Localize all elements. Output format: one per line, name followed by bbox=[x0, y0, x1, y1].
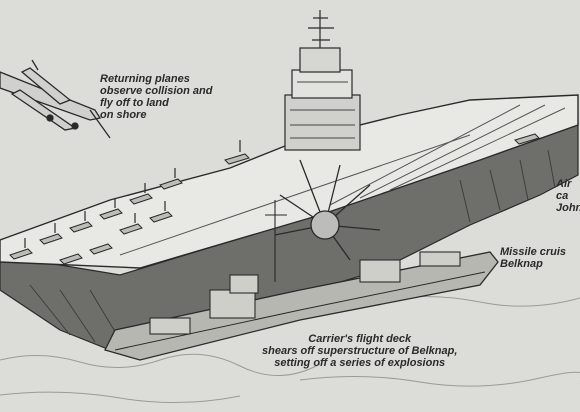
caption-line: setting off a series of explosions bbox=[274, 357, 446, 369]
carrier-flight-deck bbox=[0, 94, 579, 269]
caption-line: Air bbox=[556, 178, 572, 190]
caption-line: shears off superstructure of Belknap, bbox=[262, 345, 458, 357]
explosion-burst bbox=[274, 159, 381, 261]
caption-line: Belknap bbox=[500, 258, 543, 270]
caption-line: Returning planes bbox=[100, 73, 190, 85]
caption-line: fly off to land bbox=[100, 97, 169, 109]
cruiser-waterline bbox=[114, 271, 486, 351]
carrier-caption: Air ca John F. bbox=[556, 178, 580, 214]
aircraft-tails bbox=[24, 140, 241, 248]
caption-line: ca bbox=[556, 190, 569, 202]
caption-line: observe collision and bbox=[100, 85, 213, 97]
cruiser-superstructure bbox=[149, 200, 461, 335]
returning-plane bbox=[0, 59, 111, 139]
caption-line: Carrier's flight deck bbox=[308, 333, 412, 345]
caption-line: John F. bbox=[556, 202, 580, 214]
returning-planes-caption: Returning planes observe collision and f… bbox=[100, 73, 212, 121]
parked-aircraft bbox=[9, 133, 540, 265]
carrier-island bbox=[284, 10, 361, 151]
caption-line: Missile cruis bbox=[500, 246, 567, 258]
flight-deck-caption: Carrier's flight deck shears off superst… bbox=[262, 333, 457, 369]
caption-line: on shore bbox=[100, 109, 147, 121]
cruiser-caption: Missile cruis Belknap bbox=[500, 246, 566, 270]
deck-markings bbox=[119, 104, 566, 256]
